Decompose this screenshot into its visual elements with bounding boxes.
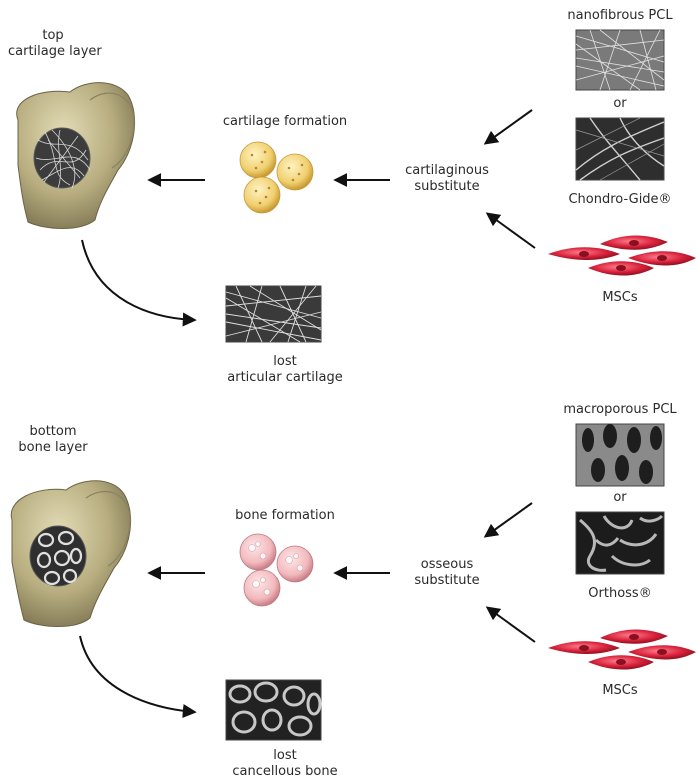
chondro-gide-label: Chondro-Gide®: [568, 192, 672, 207]
macroporous-pcl-label: macroporous PCL: [563, 402, 677, 417]
lost-cartilage-line1: lost: [273, 354, 297, 369]
top-layer-line1: top: [42, 28, 64, 43]
lost-bone-sem-image: [225, 679, 322, 741]
osseous-substitute-line1: osseous: [420, 557, 474, 572]
lost-bone-line2: cancellous bone: [232, 764, 338, 779]
bottom-arrow-from-material: [483, 502, 533, 538]
orthoss-label: Orthoss®: [588, 586, 652, 601]
top-curved-arrow: [81, 239, 197, 327]
bottom-or-label: or: [613, 490, 627, 505]
top-arrow-from-material: [483, 109, 533, 145]
cartilage-formation-label: cartilage formation: [222, 114, 348, 129]
top-layer-line2: cartilage layer: [8, 44, 102, 59]
top-bone-model-icon: [16, 82, 136, 229]
cartilaginous-substitute-line2: substitute: [414, 179, 480, 194]
bottom-layer-line1: bottom: [29, 424, 77, 439]
top-or-label: or: [613, 96, 627, 111]
nanofibrous-pcl-sem-image: [575, 29, 665, 91]
osteoblast-cells-icon: [239, 533, 314, 607]
top-mscs-icon: [548, 235, 696, 276]
lost-cartilage-line2: articular cartilage: [227, 370, 343, 385]
bone-formation-label: bone formation: [235, 508, 335, 523]
chondro-gide-sem-image: [575, 117, 665, 181]
bottom-layer-label: bottom bone layer: [8, 424, 98, 456]
nanofibrous-pcl-label: nanofibrous PCL: [567, 8, 673, 23]
lost-bone-line1: lost: [273, 748, 297, 763]
top-arrow-from-mscs: [485, 212, 536, 249]
orthoss-sem-image: [575, 511, 665, 575]
bottom-mscs-icon: [548, 629, 696, 670]
bottom-layer-line2: bone layer: [18, 440, 88, 455]
macroporous-pcl-sem-image: [575, 423, 665, 487]
top-layer-label: top cartilage layer: [8, 28, 102, 60]
bottom-mscs-label: MSCs: [602, 683, 638, 698]
lost-cartilage-sem-image: [225, 285, 322, 343]
cartilaginous-substitute-line1: cartilaginous: [405, 163, 489, 178]
lost-cartilage-label: lost articular cartilage: [200, 354, 370, 386]
osseous-substitute-line2: substitute: [414, 573, 480, 588]
osseous-substitute-label: osseous substitute: [392, 557, 502, 589]
cartilaginous-substitute-label: cartilaginous substitute: [392, 163, 502, 195]
top-mscs-label: MSCs: [602, 290, 638, 305]
bottom-bone-model-icon: [10, 480, 132, 627]
bottom-arrow-from-mscs: [485, 606, 536, 643]
lost-bone-label: lost cancellous bone: [200, 748, 370, 780]
bottom-curved-arrow: [79, 635, 197, 718]
chondrocyte-cells-icon: [239, 141, 314, 214]
